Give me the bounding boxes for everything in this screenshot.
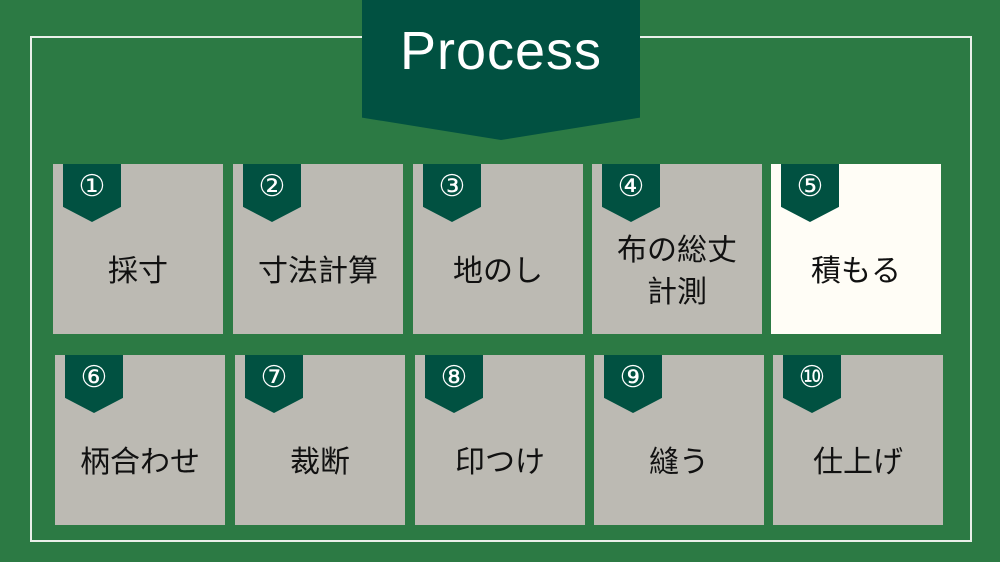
step-card-6: ⑥ 柄合わせ (55, 355, 225, 525)
step-number: ⑧ (440, 360, 468, 395)
step-label: 印つけ (455, 445, 545, 480)
step-number: ③ (438, 169, 466, 204)
step-card-10: ⑩ 仕上げ (773, 355, 943, 525)
step-label: 布の総丈 計測 (617, 233, 737, 310)
step-label: 採寸 (108, 254, 168, 289)
step-card-4: ④ 布の総丈 計測 (592, 164, 762, 334)
step-label: 仕上げ (813, 445, 903, 480)
step-card-7: ⑦ 裁断 (235, 355, 405, 525)
step-number: ⑨ (619, 360, 647, 395)
step-number: ⑥ (80, 360, 108, 395)
step-number: ⑦ (260, 360, 288, 395)
step-label: 裁断 (290, 445, 350, 480)
step-card-1: ① 採寸 (53, 164, 223, 334)
step-card-3: ③ 地のし (413, 164, 583, 334)
step-number: ② (258, 169, 286, 204)
step-number: ① (78, 169, 106, 204)
step-card-9: ⑨ 縫う (594, 355, 764, 525)
title-banner (362, 0, 640, 140)
step-label: 縫う (649, 445, 709, 480)
step-number: ④ (617, 169, 645, 204)
step-number: ⑩ (798, 360, 826, 395)
step-label: 積もる (811, 254, 901, 289)
step-card-8: ⑧ 印つけ (415, 355, 585, 525)
step-number: ⑤ (796, 169, 824, 204)
step-label: 地のし (453, 254, 543, 289)
step-card-2: ② 寸法計算 (233, 164, 403, 334)
step-card-5: ⑤ 積もる (771, 164, 941, 334)
step-label: 寸法計算 (258, 254, 378, 289)
page-title: Process (399, 21, 603, 81)
step-label: 柄合わせ (80, 445, 200, 480)
